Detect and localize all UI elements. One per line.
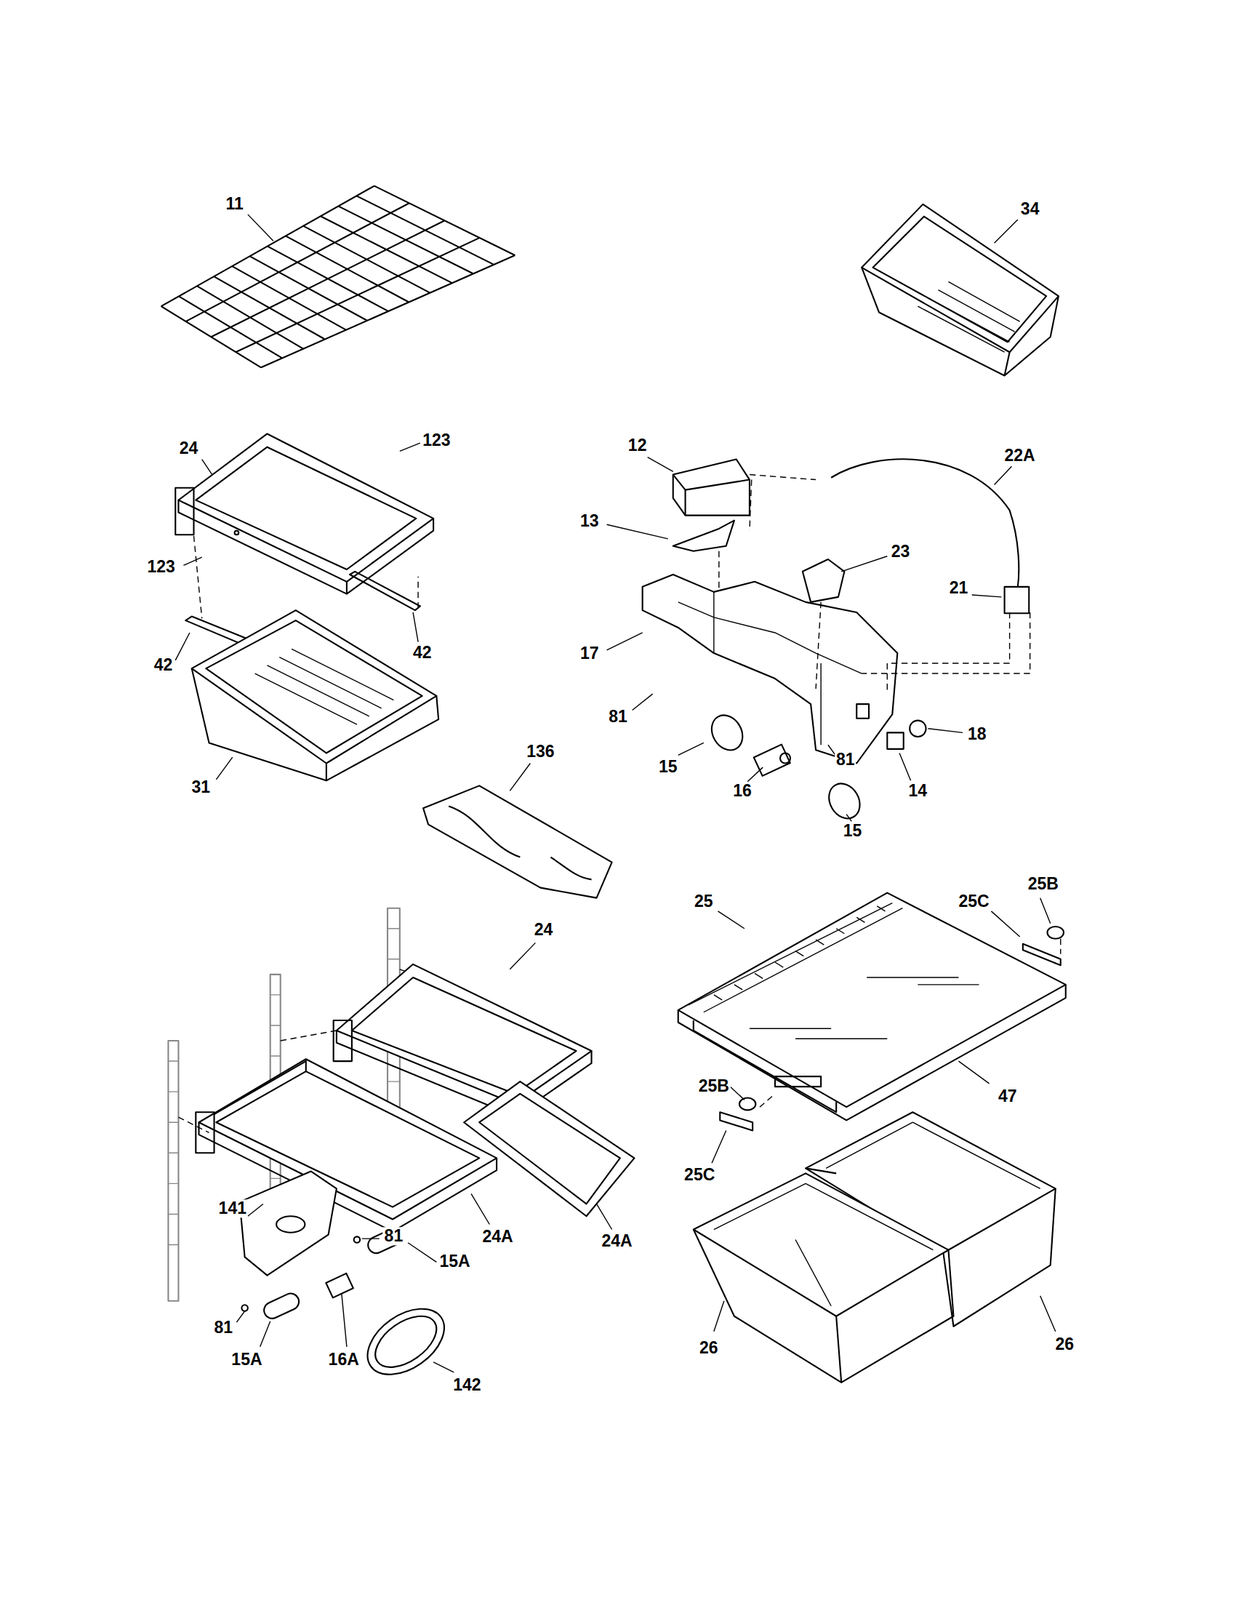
callout-number: 15A xyxy=(437,1251,472,1271)
crisper-support xyxy=(423,785,612,898)
callout-number: 18 xyxy=(966,724,989,744)
switch xyxy=(887,732,904,749)
callout-number: 24 xyxy=(178,439,200,459)
callout-number: 11 xyxy=(223,194,245,214)
callout-number: 21 xyxy=(948,579,970,598)
callout-number: 25B xyxy=(1026,874,1061,893)
callout-number: 26 xyxy=(697,1339,720,1358)
callout-number: 16A xyxy=(327,1350,361,1369)
callout-number: 25C xyxy=(956,892,991,911)
callout-number: 24A xyxy=(599,1231,634,1250)
callout-number: 24 xyxy=(532,921,555,940)
callout-number: 123 xyxy=(420,431,452,450)
callout-number: 23 xyxy=(889,542,912,561)
light-housing xyxy=(642,574,898,763)
drawer xyxy=(191,610,439,781)
callout-number: 42 xyxy=(411,643,434,662)
callout-number: 141 xyxy=(217,1198,248,1218)
bulb xyxy=(823,777,866,824)
callout-number: 25C xyxy=(682,1165,717,1184)
glass-shelf xyxy=(463,1081,634,1216)
callout-number: 47 xyxy=(996,1086,1019,1106)
callout-number: 31 xyxy=(190,777,213,797)
callout-number: 15 xyxy=(657,757,680,776)
callout-number: 14 xyxy=(907,782,930,801)
sensor xyxy=(1004,586,1030,613)
control xyxy=(802,559,845,603)
callout-number: 15A xyxy=(229,1350,264,1369)
callout-number: 142 xyxy=(451,1375,483,1394)
callout-number: 123 xyxy=(145,557,176,576)
crisper-drawer xyxy=(693,1172,954,1383)
callout-number: 81 xyxy=(834,750,857,769)
callout-number: 81 xyxy=(383,1226,405,1245)
bulb xyxy=(705,709,749,756)
callout-number: 81 xyxy=(212,1318,235,1338)
callout-number: 25B xyxy=(697,1076,731,1095)
callout-number: 15 xyxy=(841,821,864,840)
crisper-cover xyxy=(678,892,1066,1121)
callout-number: 136 xyxy=(524,742,556,761)
sensor-cable xyxy=(831,458,1019,587)
freezer-bin xyxy=(861,204,1059,376)
callout-number: 25 xyxy=(692,892,715,911)
leader-line xyxy=(175,214,1055,1372)
callout-number: 24A xyxy=(480,1228,515,1247)
cover-bracket xyxy=(719,926,1064,1131)
baffle xyxy=(673,520,735,552)
bulb xyxy=(365,1225,406,1256)
callout-number: 42 xyxy=(152,655,175,674)
button xyxy=(909,720,926,737)
callout-number: 17 xyxy=(578,644,601,663)
lamp-socket xyxy=(325,1273,353,1298)
shelf-rail xyxy=(349,571,421,611)
glass-shelf xyxy=(195,1058,497,1231)
light-shield xyxy=(673,459,750,516)
callout-number: 13 xyxy=(578,511,601,531)
callout-number: 81 xyxy=(607,707,629,726)
callout-number: 16 xyxy=(731,782,754,801)
callout-number: 22A xyxy=(1003,446,1037,465)
wire-shelf xyxy=(161,186,516,368)
callout-number: 26 xyxy=(1054,1334,1077,1354)
callout-number: 34 xyxy=(1019,199,1042,219)
glass-shelf xyxy=(175,433,434,594)
lamp-lens xyxy=(355,1294,456,1388)
lamp-housing xyxy=(239,1171,337,1276)
bulb xyxy=(261,1290,302,1322)
callout-number: 12 xyxy=(626,436,649,455)
